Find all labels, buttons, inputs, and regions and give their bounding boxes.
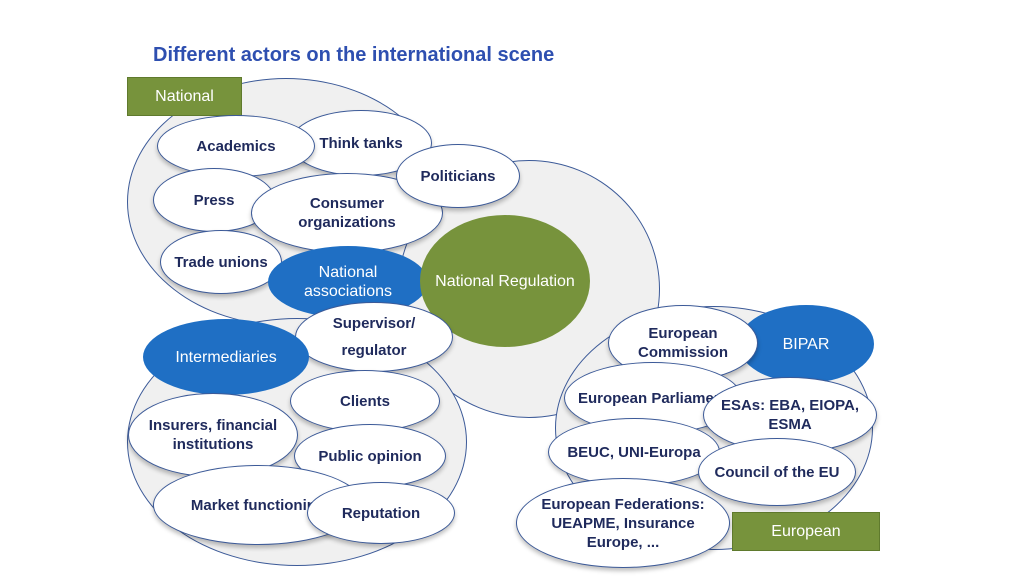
trade-unions-node: Trade unions [160, 230, 282, 294]
beuc-node: BEUC, UNI-Europa [548, 418, 720, 486]
bipar-node: BIPAR [738, 305, 874, 383]
national-tag: National [127, 77, 242, 116]
clients-node: Clients [290, 370, 440, 432]
insurers-node: Insurers, financial institutions [128, 393, 298, 477]
european-federations-node: European Federations: UEAPME, Insurance … [516, 478, 730, 568]
supervisor-regulator-node: Supervisor/ regulator [295, 302, 453, 372]
intermediaries-node: Intermediaries [143, 319, 309, 395]
reputation-node: Reputation [307, 482, 455, 544]
council-eu-node: Council of the EU [698, 438, 856, 506]
european-tag: European [732, 512, 880, 551]
academics-node: Academics [157, 115, 315, 177]
politicians-node: Politicians [396, 144, 520, 208]
page-title: Different actors on the international sc… [153, 44, 555, 66]
